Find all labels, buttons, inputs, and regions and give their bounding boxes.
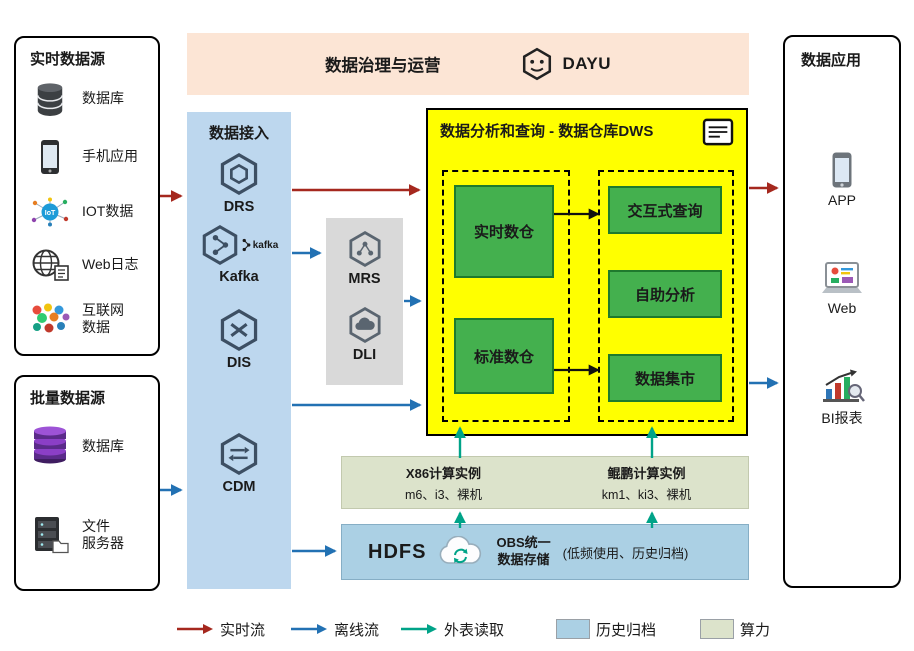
- service-kafka: kafka Kafka: [187, 224, 291, 285]
- batch-sources-panel: 批量数据源 数据库: [14, 375, 160, 591]
- external-read-arrow-icon: [401, 624, 437, 634]
- dli-label: DLI: [352, 347, 377, 363]
- kafka-icon: [202, 225, 237, 265]
- source-item-internet: 互联网 数据: [26, 291, 154, 347]
- x86-compute-group: X86计算实例 m6、i3、裸机: [404, 465, 483, 502]
- source-item-batch-database: 数据库: [26, 419, 154, 475]
- drs-icon: [220, 152, 258, 196]
- svg-text:IoT: IoT: [45, 210, 56, 217]
- purple-database-icon: [34, 426, 66, 464]
- service-mrs: MRS: [326, 230, 403, 287]
- ingestion-title: 数据接入: [208, 125, 269, 142]
- bi-report-icon: [823, 369, 865, 402]
- source-item-database: 数据库: [26, 73, 154, 125]
- kafka-logo-glyph: [242, 238, 251, 252]
- batch-sources-title: 批量数据源: [30, 390, 106, 407]
- mrs-label: MRS: [348, 271, 381, 287]
- source-item-weblog: Web日志: [26, 239, 154, 291]
- obs-label: OBS统一 数据存储: [496, 535, 551, 567]
- hdfs-obs-bar: HDFS OBS统一 数据存储 (低频使用、历史归档): [341, 524, 749, 580]
- governance-title: 数据治理与运营: [324, 57, 441, 75]
- applications-panel: 数据应用 APP Web: [783, 35, 901, 588]
- archive-swatch: [556, 619, 590, 639]
- drs-label: DRS: [223, 199, 255, 215]
- source-item-file-server: 文件 服务器: [26, 505, 154, 565]
- kafka-wordmark: kafka: [242, 238, 278, 252]
- legend-item-offline: 离线流: [290, 617, 379, 641]
- dayu-icon: [523, 47, 552, 81]
- realtime-sources-panel: 实时数据源 数据库 手机应用: [14, 36, 160, 356]
- warehouse-left-zone: [442, 170, 570, 422]
- service-cdm: CDM: [187, 432, 291, 495]
- app-item-app: APP: [785, 151, 899, 210]
- standard-dw-box: 标准数仓: [454, 318, 554, 394]
- warehouse-right-zone: [598, 170, 734, 422]
- cdm-icon: [220, 432, 258, 476]
- ingestion-column: 数据接入 DRS: [187, 112, 291, 589]
- processing-box: MRS DLI: [326, 218, 403, 385]
- source-item-iot: IoT IOT数据: [26, 186, 154, 238]
- legend-item-archive: 历史归档: [556, 617, 656, 641]
- self-service-analysis-box: 自助分析: [608, 270, 722, 318]
- offline-flow-arrow-icon: [291, 624, 327, 634]
- database-icon: [37, 83, 63, 116]
- file-server-icon: [35, 517, 69, 554]
- realtime-dw-box: 实时数仓: [454, 185, 554, 278]
- compute-instances-bar: X86计算实例 m6、i3、裸机 鲲鹏计算实例 km1、ki3、裸机: [341, 456, 749, 509]
- service-drs: DRS: [187, 152, 291, 215]
- web-log-icon: [32, 249, 69, 281]
- source-item-mobile: 手机应用: [26, 131, 154, 183]
- governance-bar: 数据治理与运营 DAYU: [187, 33, 749, 95]
- kafka-label: Kafka: [219, 269, 259, 285]
- dws-warehouse-box: 数据分析和查询 - 数据仓库DWS 实时数仓 标准数仓 交互式查询 自助分析 数…: [426, 108, 748, 436]
- dayu-label: DAYU: [562, 54, 612, 73]
- dws-title: 数据分析和查询 - 数据仓库DWS: [440, 123, 654, 140]
- realtime-flow-arrow-icon: [177, 624, 213, 634]
- legend-item-realtime: 实时流: [176, 617, 265, 641]
- app-item-web: Web: [785, 261, 899, 318]
- iot-icon: IoT: [31, 197, 69, 227]
- dws-doc-icon: [702, 118, 734, 146]
- legend-item-external: 外表读取: [400, 617, 504, 641]
- obs-cloud-icon: [440, 536, 482, 564]
- kunpeng-compute-group: 鲲鹏计算实例 km1、ki3、裸机: [601, 465, 692, 502]
- data-mart-box: 数据集市: [608, 354, 722, 402]
- compute-swatch: [700, 619, 734, 639]
- hdfs-label: HDFS: [368, 540, 427, 563]
- cdm-label: CDM: [222, 479, 256, 495]
- app-item-bi: BI报表: [785, 369, 899, 428]
- hdfs-note: (低频使用、历史归档): [562, 545, 689, 561]
- interactive-query-box: 交互式查询: [608, 186, 722, 234]
- service-dis: DIS: [187, 308, 291, 371]
- mobile-app-icon: [41, 140, 59, 174]
- applications-title: 数据应用: [801, 52, 862, 69]
- internet-data-icon: [32, 303, 70, 333]
- web-browser-icon: [822, 262, 862, 293]
- dli-icon: [348, 307, 381, 343]
- service-dli: DLI: [326, 306, 403, 363]
- mrs-icon: [348, 231, 381, 267]
- legend-item-compute: 算力: [700, 617, 770, 641]
- dis-icon: [220, 308, 258, 352]
- realtime-sources-title: 实时数据源: [30, 51, 106, 68]
- dis-label: DIS: [226, 355, 252, 371]
- app-icon: [832, 152, 852, 188]
- dayu-group: DAYU: [520, 47, 611, 81]
